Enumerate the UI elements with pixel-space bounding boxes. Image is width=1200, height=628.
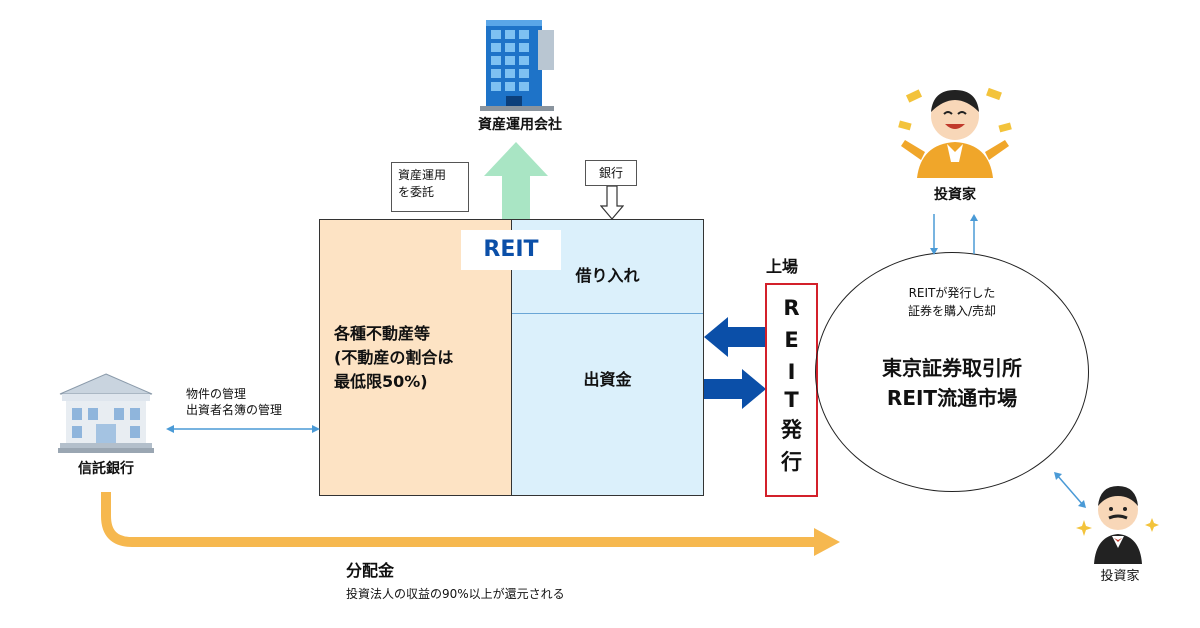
happy-investor-icon xyxy=(898,87,1012,178)
issue-char-t: T xyxy=(784,388,799,412)
issue-char-hatsu: 発 xyxy=(781,418,802,442)
trust-bank-link-arrow xyxy=(166,425,320,433)
wealthy-investor-icon xyxy=(1076,486,1159,564)
investor-bottom-label: 投資家 xyxy=(1100,569,1140,584)
right-blue-arrow xyxy=(704,369,766,409)
commission-line-1: 資産運用 xyxy=(398,168,447,182)
distribution-label: 分配金 xyxy=(346,561,395,580)
reit-issue-box: R E I T 発 行 xyxy=(765,283,818,497)
borrowing-label: 借り入れ xyxy=(575,266,640,285)
property-line-2: (不動産の割合は xyxy=(334,348,454,367)
investor-top-label: 投資家 xyxy=(934,187,976,203)
bank-note: 銀行 xyxy=(585,160,637,186)
issue-char-i: I xyxy=(787,360,796,384)
exchange-title: 東京証券取引所 REIT流通市場 xyxy=(830,353,1074,413)
left-blue-arrow xyxy=(704,317,766,357)
bidirectional-arrow-bottom-investor xyxy=(1054,472,1086,508)
property-line-1: 各種不動産等 xyxy=(334,324,431,343)
exchange-note-line-1: REITが発行した xyxy=(908,286,996,300)
equity-label: 出資金 xyxy=(583,370,632,389)
hollow-down-arrow-icon xyxy=(600,186,624,220)
exchange-ellipse xyxy=(815,252,1089,492)
investor-exchange-arrows xyxy=(930,214,978,255)
up-arrow-to-asset-manager xyxy=(484,142,548,234)
asset-manager-building-icon xyxy=(478,12,558,112)
issue-char-gyo: 行 xyxy=(781,450,802,474)
issue-char-r: R xyxy=(783,296,800,320)
bank-note-label: 銀行 xyxy=(598,166,623,180)
trust-bank-roles: 物件の管理 出資者名簿の管理 xyxy=(186,386,282,418)
trust-bank-role-2: 出資者名簿の管理 xyxy=(186,403,283,417)
asset-manager-label: 資産運用会社 xyxy=(478,117,562,133)
listing-label: 上場 xyxy=(766,257,799,276)
exchange-title-line-1: 東京証券取引所 xyxy=(882,356,1022,380)
trust-bank-label: 信託銀行 xyxy=(78,461,134,477)
exchange-title-line-2: REIT流通市場 xyxy=(886,386,1018,410)
reit-tag: REIT xyxy=(461,230,561,270)
property-text: 各種不動産等 (不動産の割合は 最低限50%) xyxy=(334,322,509,394)
bank-building-icon xyxy=(58,373,154,453)
issue-char-e: E xyxy=(784,328,799,352)
exchange-note: REITが発行した 証券を購入/売却 xyxy=(860,284,1044,320)
property-line-3: 最低限50%) xyxy=(334,372,428,391)
distribution-arrow xyxy=(101,492,840,556)
exchange-note-line-2: 証券を購入/売却 xyxy=(907,304,997,318)
distribution-description: 投資法人の収益の90%以上が還元される xyxy=(346,587,565,601)
capital-divider xyxy=(512,313,703,314)
asset-management-commission-note: 資産運用 を委託 xyxy=(391,162,469,212)
trust-bank-role-1: 物件の管理 xyxy=(186,387,247,401)
commission-line-2: を委託 xyxy=(398,185,435,199)
